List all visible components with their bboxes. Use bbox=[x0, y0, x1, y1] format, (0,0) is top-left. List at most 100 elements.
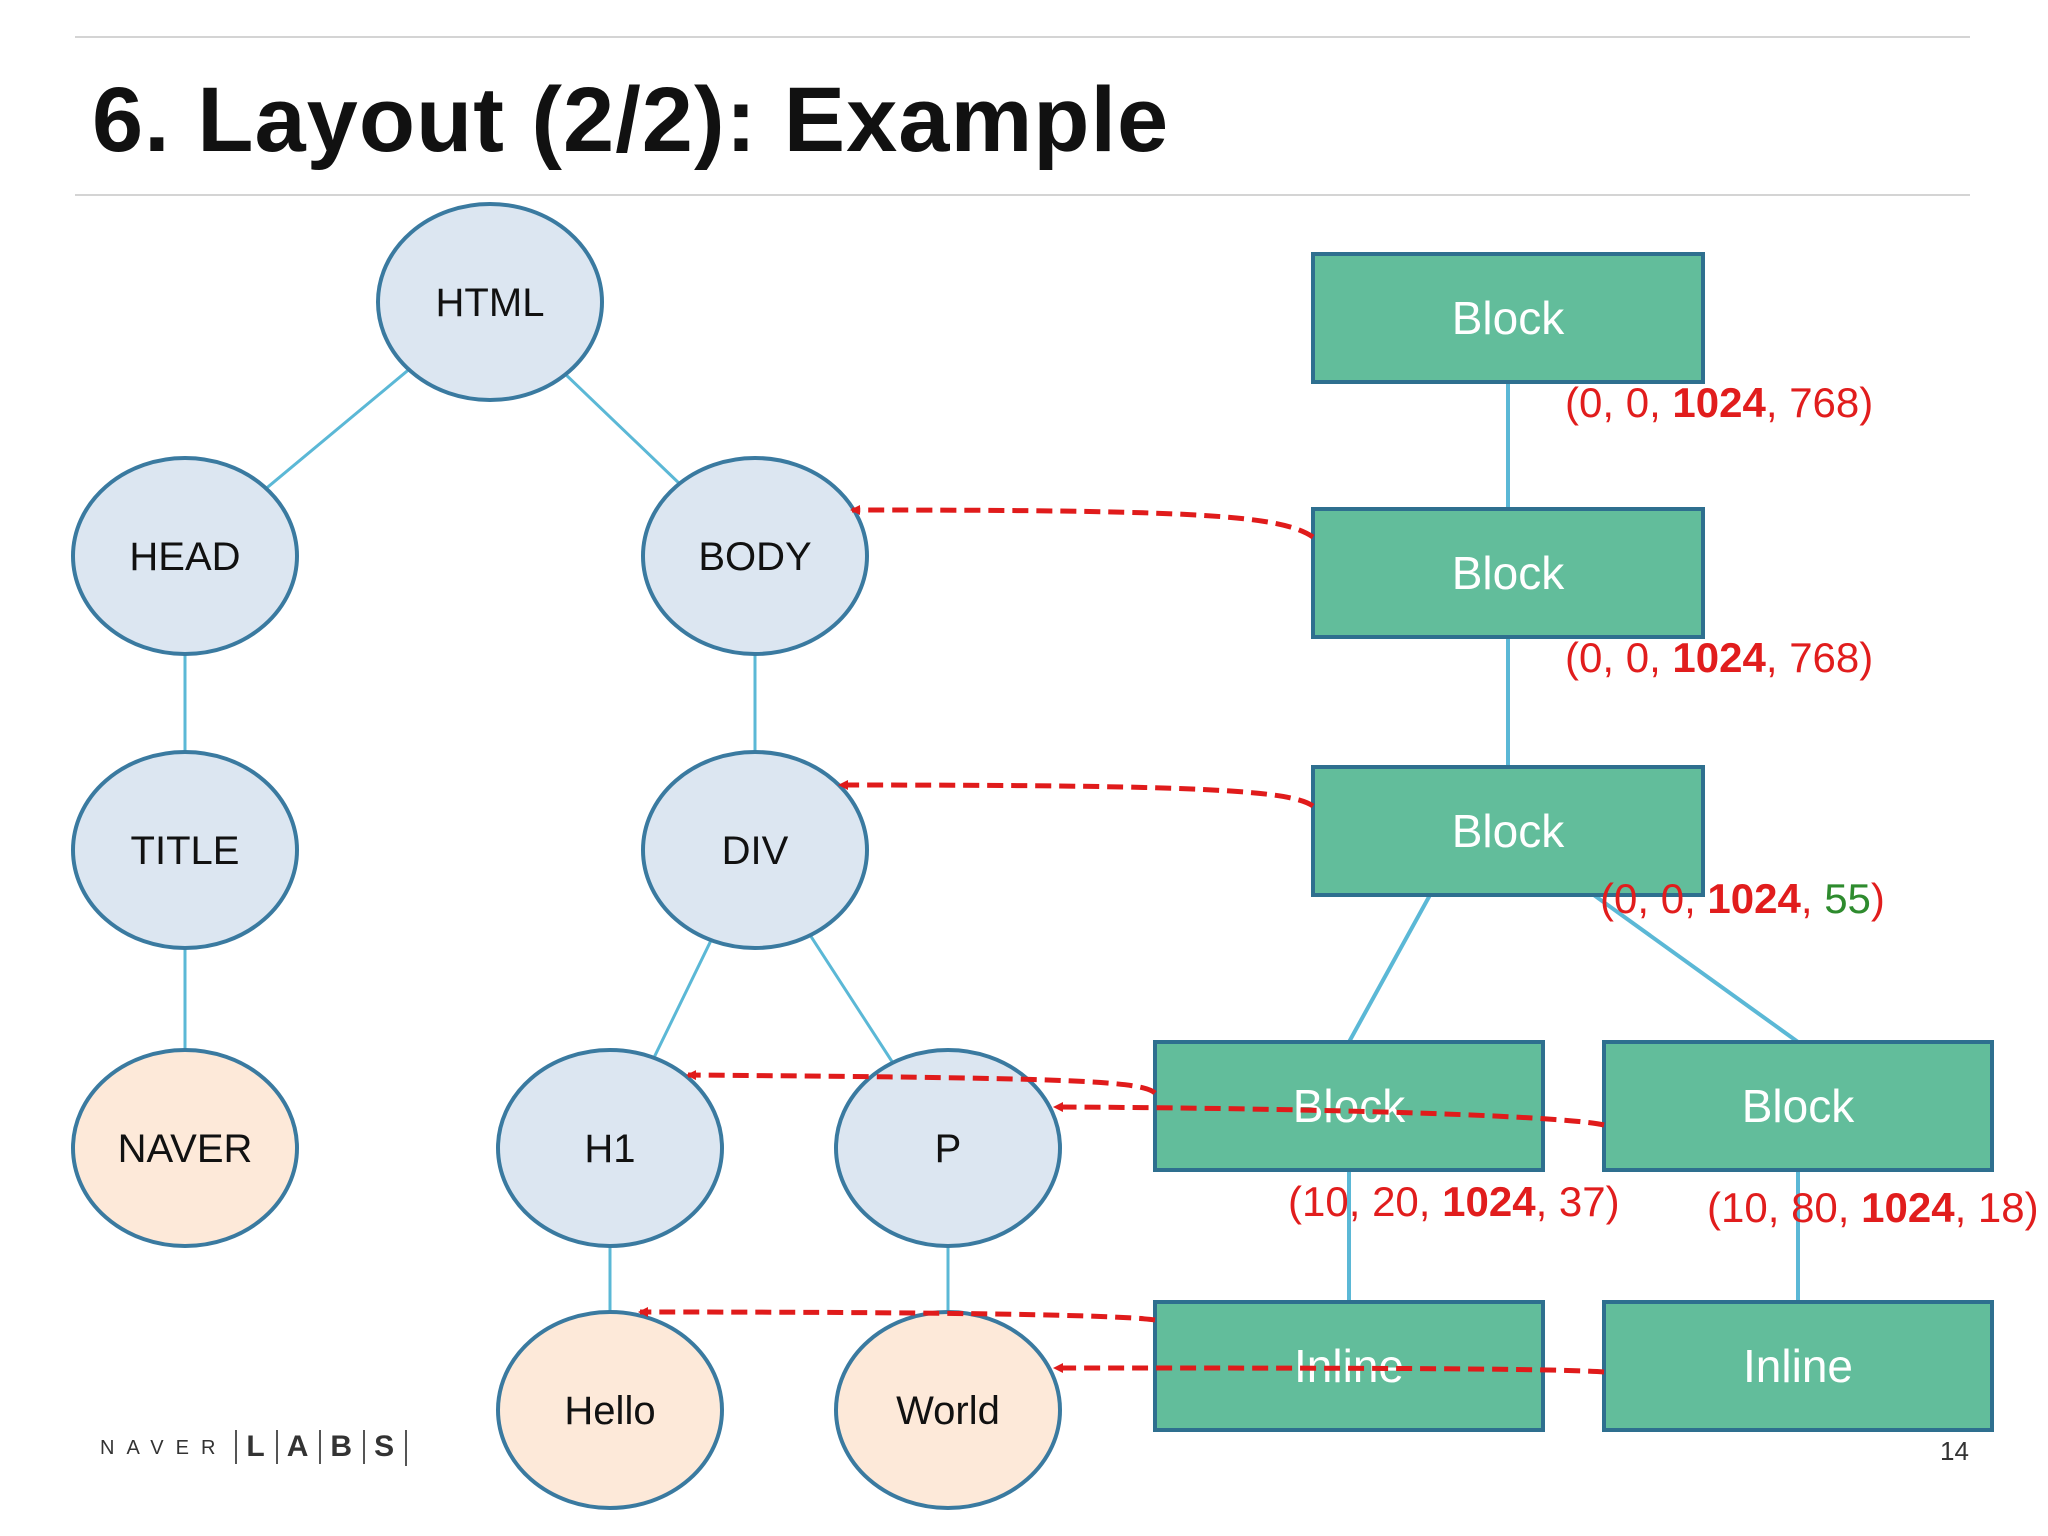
layout-box-b1: Block bbox=[1311, 252, 1705, 384]
coord-part: ) bbox=[1859, 379, 1873, 426]
coord-width: 1024 bbox=[1672, 379, 1766, 426]
coord-part: , bbox=[1838, 1184, 1861, 1231]
coord-width: 1024 bbox=[1707, 875, 1801, 922]
coord-part: , bbox=[1602, 634, 1625, 681]
coord-part: , bbox=[1684, 875, 1707, 922]
dom-node-naver: NAVER bbox=[71, 1048, 299, 1248]
layout-box-b5: Block bbox=[1602, 1040, 1994, 1172]
coord-part: ) bbox=[1606, 1178, 1620, 1225]
coord-part: ( bbox=[1565, 634, 1579, 681]
layout-box-label: Inline bbox=[1743, 1340, 1853, 1392]
dom-tree-edge bbox=[564, 373, 681, 485]
layout-box-shape bbox=[1602, 1040, 1994, 1172]
dom-tree-edge bbox=[808, 934, 895, 1064]
dom-node-shape bbox=[496, 1310, 724, 1510]
coord-part: , bbox=[1801, 875, 1824, 922]
coord-height: 18 bbox=[1978, 1184, 2025, 1231]
coord-part: , bbox=[1419, 1178, 1442, 1225]
mapping-arrow-b4-to-h1 bbox=[686, 1070, 1157, 1096]
coord-part: ( bbox=[1288, 1178, 1302, 1225]
dom-node-label: World bbox=[896, 1389, 1000, 1433]
dom-node-hello: Hello bbox=[496, 1310, 724, 1510]
coord-y: 0 bbox=[1661, 875, 1684, 922]
dom-node-label: DIV bbox=[722, 829, 789, 873]
dom-node-head: HEAD bbox=[71, 456, 299, 656]
dom-node-label: H1 bbox=[584, 1127, 635, 1171]
coord-width: 1024 bbox=[1442, 1178, 1536, 1225]
coord-part: , bbox=[1649, 379, 1672, 426]
box-coords-b3: (0, 0, 1024, 55) bbox=[1600, 875, 1885, 922]
dom-node-label: P bbox=[935, 1127, 962, 1171]
layout-box-label: Block bbox=[1452, 292, 1565, 344]
coord-part: ) bbox=[1871, 875, 1885, 922]
dom-node-label: HTML bbox=[436, 281, 545, 325]
dom-node-body: BODY bbox=[641, 456, 869, 656]
coord-height: 768 bbox=[1789, 634, 1859, 681]
layout-box-shape bbox=[1602, 1300, 1994, 1432]
box-coords-b1: (0, 0, 1024, 768) bbox=[1565, 379, 1873, 426]
dom-node-shape bbox=[71, 1048, 299, 1248]
coord-x: 0 bbox=[1614, 875, 1637, 922]
box-coords-b4: (10, 20, 1024, 37) bbox=[1288, 1178, 1620, 1225]
layout-box-b4: Block bbox=[1153, 1040, 1545, 1172]
coord-x: 0 bbox=[1579, 379, 1602, 426]
coord-width: 1024 bbox=[1672, 634, 1766, 681]
logo-letter: L bbox=[235, 1429, 275, 1464]
layout-box-shape bbox=[1153, 1040, 1545, 1172]
slide-title: 6. Layout (2/2): Example bbox=[92, 69, 1170, 171]
coord-part: , bbox=[1649, 634, 1672, 681]
layout-box-b2: Block bbox=[1311, 507, 1705, 639]
layout-box-shape bbox=[1311, 507, 1705, 639]
box-coords-b5: (10, 80, 1024, 18) bbox=[1707, 1184, 2039, 1231]
coord-y: 80 bbox=[1791, 1184, 1838, 1231]
dom-node-shape bbox=[376, 202, 604, 402]
coord-part: ( bbox=[1565, 379, 1579, 426]
coord-y: 0 bbox=[1626, 634, 1649, 681]
coord-part: ) bbox=[1859, 634, 1873, 681]
logo-letter: S bbox=[363, 1429, 405, 1464]
layout-box-label: Block bbox=[1452, 805, 1565, 857]
mapping-arrow-b2-to-body bbox=[850, 505, 1315, 540]
dom-tree-edge bbox=[652, 939, 713, 1059]
dom-node-h1: H1 bbox=[496, 1048, 724, 1248]
layout-box-i2: Inline bbox=[1602, 1300, 1994, 1432]
dom-node-label: HEAD bbox=[129, 535, 240, 579]
dom-node-label: TITLE bbox=[131, 829, 240, 873]
top-rule bbox=[75, 36, 1970, 38]
dom-node-shape bbox=[834, 1048, 1062, 1248]
layout-box-label: Block bbox=[1742, 1080, 1855, 1132]
dom-node-label: Hello bbox=[564, 1389, 655, 1433]
coord-y: 0 bbox=[1626, 379, 1649, 426]
dom-node-shape bbox=[496, 1048, 724, 1248]
layout-box-label: Block bbox=[1293, 1080, 1406, 1132]
dom-node-label: NAVER bbox=[118, 1127, 253, 1171]
coord-width: 1024 bbox=[1861, 1184, 1955, 1231]
layout-tree-edge bbox=[1347, 894, 1432, 1043]
mapping-arrow-i1-to-hello bbox=[638, 1307, 1156, 1323]
coord-height: 768 bbox=[1789, 379, 1859, 426]
dom-node-label: BODY bbox=[698, 535, 811, 579]
coord-part: , bbox=[1602, 379, 1625, 426]
mapping-arrow-b3-to-div bbox=[838, 780, 1315, 809]
tree-connectors bbox=[183, 368, 1800, 1312]
dom-node-p: P bbox=[834, 1048, 1062, 1248]
dom-node-title: TITLE bbox=[71, 750, 299, 950]
box-coords-b2: (0, 0, 1024, 768) bbox=[1565, 634, 1873, 681]
layout-box-b3: Block bbox=[1311, 765, 1705, 897]
coord-part: , bbox=[1768, 1184, 1791, 1231]
layout-box-shape bbox=[1311, 252, 1705, 384]
mapping-arrow-b5-to-p bbox=[1053, 1102, 1605, 1128]
dom-tree: HTML HEAD BODY TITLE DIV NAVER H1 P Hello World bbox=[71, 202, 1062, 1510]
layout-box-label: Block bbox=[1452, 547, 1565, 599]
mapping-arrow-i2-to-world bbox=[1053, 1363, 1605, 1375]
dom-node-shape bbox=[641, 750, 869, 950]
coord-part: , bbox=[1637, 875, 1660, 922]
dom-node-div: DIV bbox=[641, 750, 869, 950]
dom-node-shape bbox=[71, 750, 299, 950]
logo-divider bbox=[405, 1430, 408, 1467]
dom-tree-edge bbox=[265, 368, 410, 490]
dom-node-shape bbox=[71, 456, 299, 656]
